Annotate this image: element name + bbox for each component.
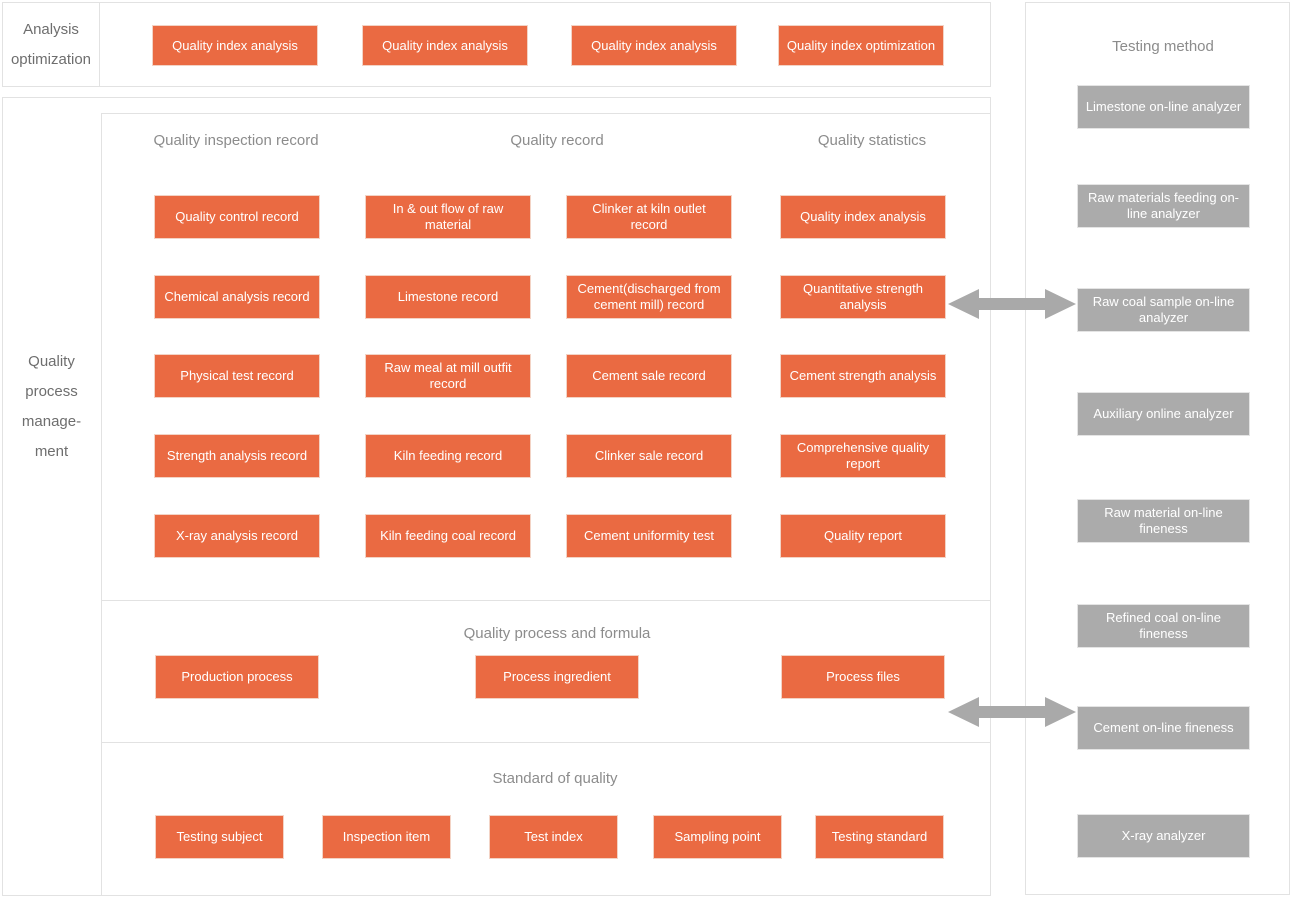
physical-test-record-button[interactable]: Physical test record bbox=[154, 354, 320, 398]
testing-standard-button[interactable]: Testing standard bbox=[815, 815, 944, 859]
quality-index-analysis-button-3[interactable]: Quality index analysis bbox=[571, 25, 737, 66]
quality-control-record-button[interactable]: Quality control record bbox=[154, 195, 320, 239]
production-process-button[interactable]: Production process bbox=[155, 655, 319, 699]
kiln-feeding-record-button[interactable]: Kiln feeding record bbox=[365, 434, 531, 478]
label-line: ment bbox=[34, 443, 69, 460]
clinker-kiln-outlet-record-button[interactable]: Clinker at kiln outlet record bbox=[566, 195, 732, 239]
kiln-feeding-coal-record-button[interactable]: Kiln feeding coal record bbox=[365, 514, 531, 558]
cement-sale-record-button[interactable]: Cement sale record bbox=[566, 354, 732, 398]
limestone-record-button[interactable]: Limestone record bbox=[365, 275, 531, 319]
bidirectional-arrow-strength-analyzer bbox=[948, 289, 1076, 319]
label-line: process bbox=[25, 383, 78, 400]
bidirectional-arrow-cement-fineness bbox=[948, 697, 1076, 727]
strength-analysis-record-button[interactable]: Strength analysis record bbox=[154, 434, 320, 478]
raw-material-online-fineness-button[interactable]: Raw material on-line fineness bbox=[1077, 499, 1250, 543]
inspection-item-button[interactable]: Inspection item bbox=[322, 815, 451, 859]
quality-inspection-record-header: Quality inspection record bbox=[153, 132, 319, 149]
sampling-point-button[interactable]: Sampling point bbox=[653, 815, 782, 859]
quality-report-button[interactable]: Quality report bbox=[780, 514, 946, 558]
cement-online-fineness-button[interactable]: Cement on-line fineness bbox=[1077, 706, 1250, 750]
auxiliary-online-analyzer-button[interactable]: Auxiliary online analyzer bbox=[1077, 392, 1250, 436]
cement-discharged-record-button[interactable]: Cement(discharged from cement mill) reco… bbox=[566, 275, 732, 319]
in-out-flow-raw-material-button[interactable]: In & out flow of raw material bbox=[365, 195, 531, 239]
raw-coal-sample-analyzer-button[interactable]: Raw coal sample on-line analyzer bbox=[1077, 288, 1250, 332]
section-divider bbox=[102, 600, 990, 601]
quality-index-analysis-stat-button[interactable]: Quality index analysis bbox=[780, 195, 946, 239]
quality-index-optimization-button[interactable]: Quality index optimization bbox=[778, 25, 944, 66]
quality-process-management-panel: Quality process manage- ment Quality ins… bbox=[2, 97, 991, 896]
cement-uniformity-test-button[interactable]: Cement uniformity test bbox=[566, 514, 732, 558]
analysis-optimization-label-cell: Analysis optimization bbox=[3, 3, 100, 86]
quality-process-inner-box: Quality inspection record Quality record… bbox=[101, 113, 991, 896]
comprehensive-quality-report-button[interactable]: Comprehensive quality report bbox=[780, 434, 946, 478]
chemical-analysis-record-button[interactable]: Chemical analysis record bbox=[154, 275, 320, 319]
quality-index-analysis-button-2[interactable]: Quality index analysis bbox=[362, 25, 528, 66]
testing-subject-button[interactable]: Testing subject bbox=[155, 815, 284, 859]
refined-coal-online-fineness-button[interactable]: Refined coal on-line fineness bbox=[1077, 604, 1250, 648]
raw-meal-mill-outfit-record-button[interactable]: Raw meal at mill outfit record bbox=[365, 354, 531, 398]
raw-materials-feeding-analyzer-button[interactable]: Raw materials feeding on-line analyzer bbox=[1077, 184, 1250, 228]
section-divider bbox=[102, 742, 990, 743]
process-ingredient-button[interactable]: Process ingredient bbox=[475, 655, 639, 699]
process-files-button[interactable]: Process files bbox=[781, 655, 945, 699]
quality-record-header: Quality record bbox=[510, 132, 604, 149]
testing-method-header: Testing method bbox=[1112, 38, 1214, 55]
label-line: manage- bbox=[21, 413, 82, 430]
xray-analysis-record-button[interactable]: X-ray analysis record bbox=[154, 514, 320, 558]
standard-of-quality-header: Standard of quality bbox=[492, 770, 618, 787]
xray-analyzer-button[interactable]: X-ray analyzer bbox=[1077, 814, 1250, 858]
quality-process-formula-header: Quality process and formula bbox=[463, 625, 651, 642]
label-line: Quality bbox=[28, 353, 75, 370]
quality-statistics-header: Quality statistics bbox=[817, 132, 927, 149]
testing-method-panel: Testing method Limestone on-line analyze… bbox=[1025, 2, 1290, 895]
test-index-button[interactable]: Test index bbox=[489, 815, 618, 859]
limestone-online-analyzer-button[interactable]: Limestone on-line analyzer bbox=[1077, 85, 1250, 129]
quality-process-management-label: Quality process manage- ment bbox=[3, 347, 100, 467]
analysis-optimization-panel: Analysis optimization Quality index anal… bbox=[2, 2, 991, 87]
analysis-optimization-label: Analysis optimization bbox=[10, 20, 92, 68]
clinker-sale-record-button[interactable]: Clinker sale record bbox=[566, 434, 732, 478]
quantitative-strength-analysis-button[interactable]: Quantitative strength analysis bbox=[780, 275, 946, 319]
quality-index-analysis-button-1[interactable]: Quality index analysis bbox=[152, 25, 318, 66]
cement-strength-analysis-button[interactable]: Cement strength analysis bbox=[780, 354, 946, 398]
